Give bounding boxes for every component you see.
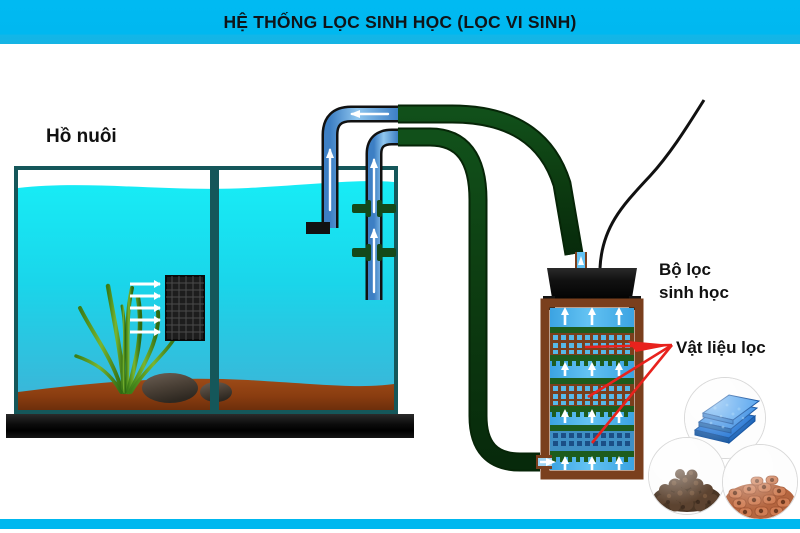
filter-media-layer-3 bbox=[550, 425, 634, 462]
aquarium-interior bbox=[18, 170, 394, 410]
water-body bbox=[18, 181, 394, 410]
title-banner bbox=[0, 0, 800, 44]
filter-flow-arrows bbox=[561, 307, 623, 470]
media-pointer-lines bbox=[584, 341, 674, 444]
pipe-clamps bbox=[352, 200, 396, 261]
hose-return bbox=[398, 104, 584, 256]
inset-gloss bbox=[649, 438, 725, 514]
power-cable bbox=[598, 99, 706, 269]
inset-gloss bbox=[723, 445, 797, 519]
hose-intake bbox=[398, 127, 540, 472]
intake-sponge bbox=[165, 275, 205, 341]
bottom-bar bbox=[0, 519, 800, 529]
label-filter-line2: sinh học bbox=[659, 283, 729, 302]
aquarium-stand bbox=[6, 414, 414, 438]
label-filter-media: Vật liệu lọc bbox=[676, 338, 766, 357]
filter-inlet-port bbox=[536, 455, 556, 469]
intake-pipe bbox=[365, 128, 398, 300]
inset-ceramic-rings bbox=[722, 444, 798, 520]
aquarium-tank bbox=[14, 166, 398, 414]
label-aquarium: Hồ nuôi bbox=[46, 126, 117, 147]
biological-filter-unit bbox=[536, 252, 644, 480]
inset-bio-media bbox=[648, 437, 726, 515]
filter-canister-body bbox=[540, 298, 644, 480]
rock-large bbox=[142, 373, 198, 403]
pipe-flow-arrows bbox=[326, 110, 390, 294]
label-filter-line1: Bộ lọc bbox=[659, 260, 711, 279]
filter-motor-head bbox=[547, 268, 637, 304]
filter-media-layer-1 bbox=[550, 327, 634, 366]
tank-back-post bbox=[210, 170, 219, 410]
aquatic-plant bbox=[74, 283, 178, 395]
label-biological-filter: Bộ lọc sinh học bbox=[659, 258, 729, 304]
page-title: HỆ THỐNG LỌC SINH HỌC (LỌC VI SINH) bbox=[223, 11, 577, 32]
aquarium-water-svg bbox=[18, 170, 394, 410]
tank-flow-arrows bbox=[130, 280, 161, 336]
